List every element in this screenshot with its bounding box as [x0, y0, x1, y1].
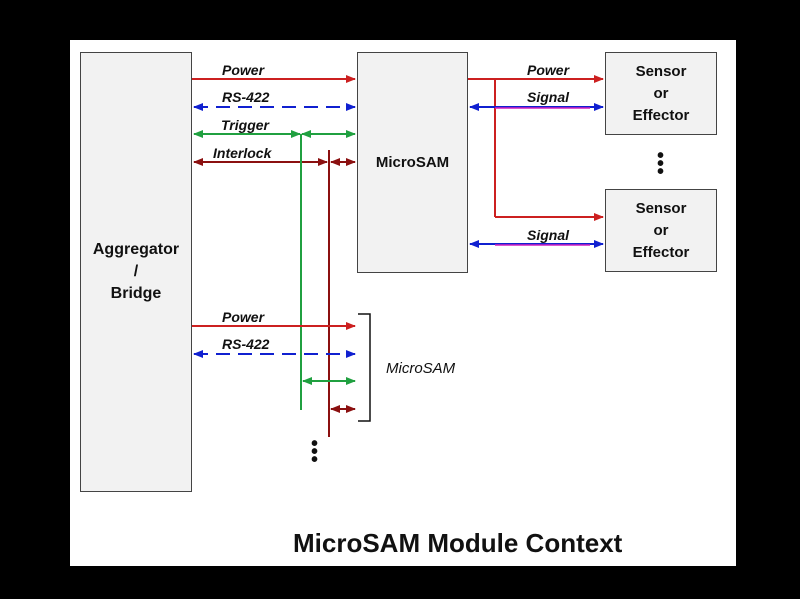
interlock-label: Interlock [213, 145, 272, 161]
power-label-top: Power [222, 62, 265, 78]
sensor-effector-box-top: Sensor or Effector [605, 52, 717, 135]
sensor-effector-label-bottom: Sensor or Effector [632, 199, 690, 261]
trigger-label: Trigger [221, 117, 269, 133]
aggregator-bridge-box: Aggregator / Bridge [80, 52, 192, 492]
microsam-label: MicroSAM [375, 154, 450, 171]
continuation-dots-sensors: ••• [657, 145, 665, 183]
rs422-label-lower: RS-422 [222, 336, 270, 352]
power-label-lower: Power [222, 309, 265, 325]
signal-label-top: Signal [527, 89, 570, 105]
rs422-label-top: RS-422 [222, 89, 270, 105]
figure-caption: MicroSAM Module Context [293, 528, 623, 558]
power-label-right: Power [527, 62, 570, 78]
microsam-group-label: MicroSAM [386, 360, 456, 377]
signal-label-bottom: Signal [527, 227, 570, 243]
microsam-group-bracket [358, 313, 371, 422]
microsam-box: MicroSAM [357, 52, 468, 273]
sensor-effector-box-bottom: Sensor or Effector [605, 189, 717, 272]
aggregator-bridge-label: Aggregator / Bridge [92, 241, 180, 302]
sensor-effector-label-top: Sensor or Effector [632, 62, 690, 124]
continuation-dots-microsam: ••• [311, 433, 319, 471]
